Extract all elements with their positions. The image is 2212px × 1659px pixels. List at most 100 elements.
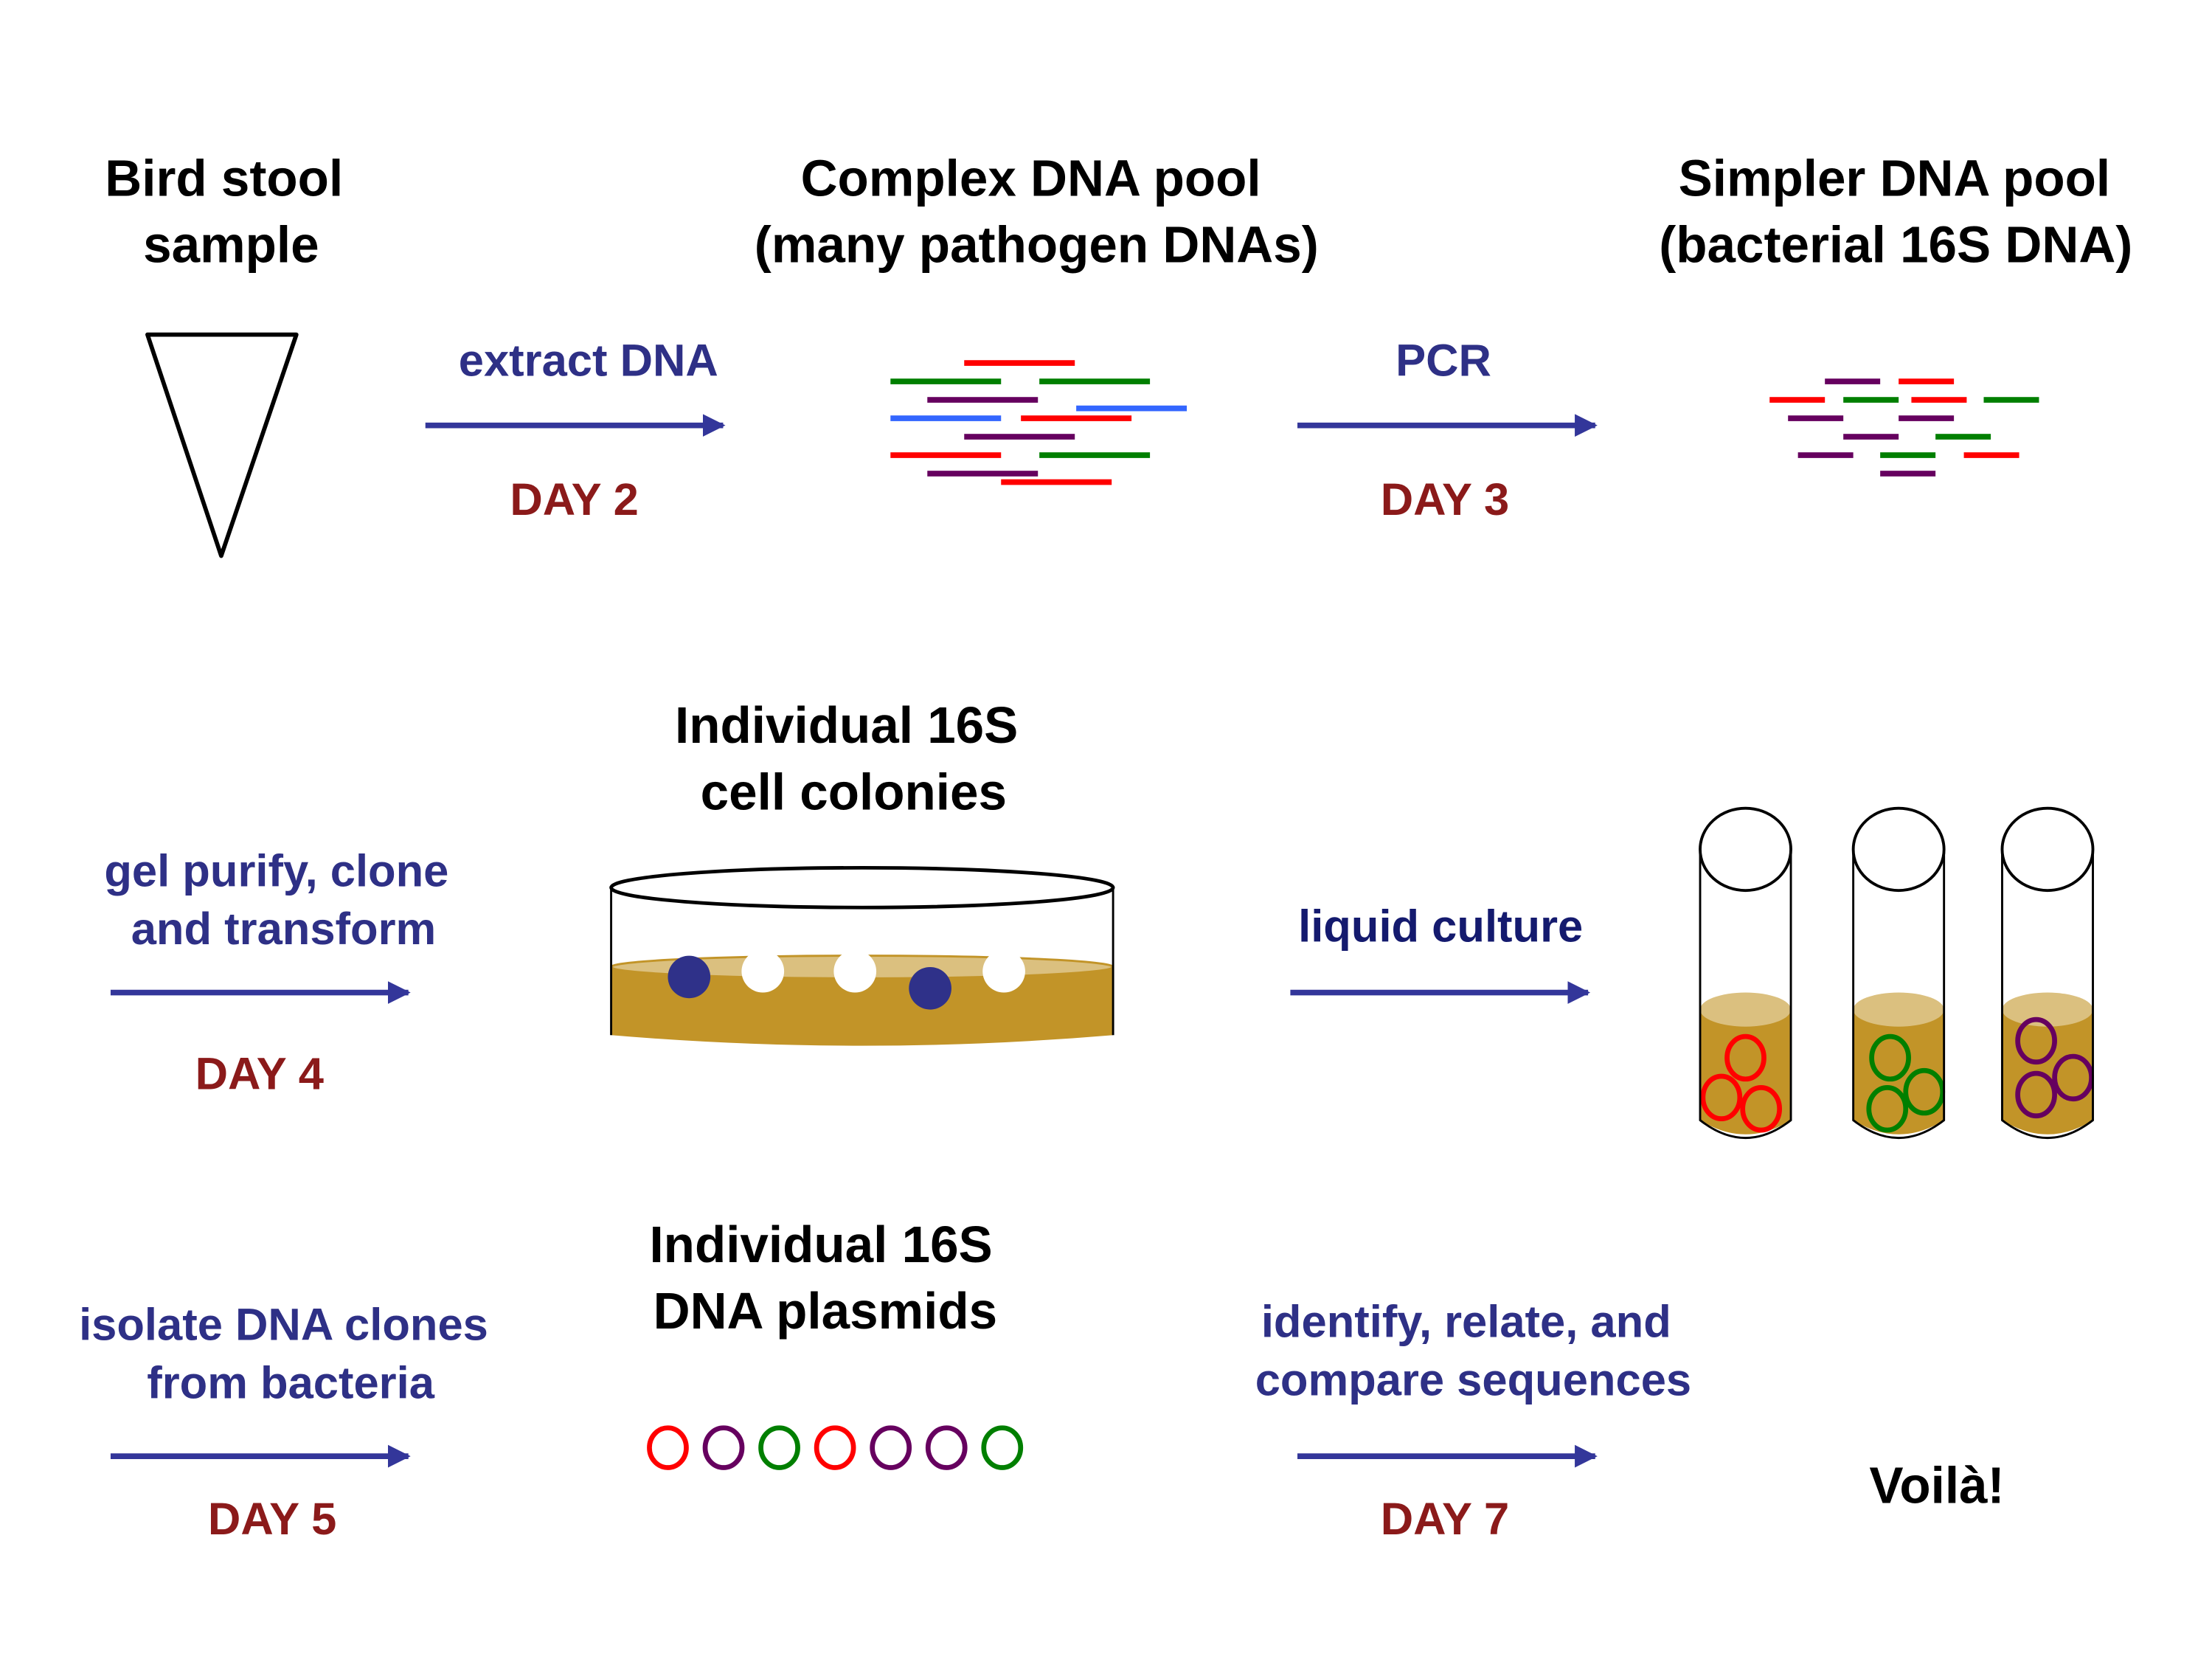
culture-liquid	[2002, 1009, 2093, 1135]
step-gel-purify: gel purify, clone and transform DAY 4	[104, 845, 448, 1099]
step-label-gel-purify-line1: gel purify, clone	[104, 845, 448, 896]
petri-dish-icon	[609, 865, 1115, 1046]
dna-fragment-purple	[1880, 471, 1936, 477]
colony-blue	[668, 955, 711, 999]
liquid-surface	[1853, 992, 1944, 1027]
stage-plasmids: Individual 16S DNA plasmids	[647, 1216, 1024, 1470]
step-label-identify-line2: compare sequences	[1255, 1354, 1691, 1405]
culture-tubes	[1699, 806, 2095, 1139]
complex-dna-fragments	[890, 360, 1188, 485]
plasmid-purple	[925, 1425, 968, 1470]
dna-fragment-green	[1039, 378, 1151, 384]
culture-liquid	[1700, 1009, 1792, 1135]
cell-green	[1869, 1033, 1911, 1082]
plasmid-circles	[647, 1425, 1024, 1470]
tube-opening	[2000, 806, 2095, 893]
step-label-liquid-culture: liquid culture	[1298, 901, 1583, 952]
step-identify: identify, relate, and compare sequences …	[1255, 1297, 1691, 1545]
colony-blue	[909, 966, 951, 1010]
dna-fragment-red	[1963, 452, 2019, 458]
tube-opening	[1851, 806, 1946, 893]
step-label-pcr: PCR	[1395, 335, 1491, 386]
step-isolate-dna: isolate DNA clones from bacteria DAY 5	[79, 1300, 488, 1545]
colony-white	[833, 949, 877, 993]
plasmid-red	[814, 1425, 856, 1470]
dna-fragment-purple	[927, 397, 1039, 403]
colonies-title-line2: cell colonies	[701, 763, 1007, 821]
day-label-2: DAY 2	[510, 474, 638, 525]
plasmid-purple	[702, 1425, 745, 1470]
stage-colonies: Individual 16S cell colonies	[609, 696, 1115, 1046]
dna-fragment-green	[1983, 397, 2039, 403]
day-label-4: DAY 4	[195, 1048, 324, 1099]
dna-fragment-red	[1021, 415, 1132, 421]
dna-fragment-red	[890, 452, 1002, 458]
result-label: Voilà!	[1869, 1457, 2004, 1514]
tube-outline	[1699, 851, 1792, 1139]
plasmid-green	[758, 1425, 800, 1470]
plasmid-purple	[870, 1425, 912, 1470]
cell-purple	[2015, 1016, 2057, 1065]
dna-fragment-green	[890, 378, 1002, 384]
tube-outline	[2001, 851, 2094, 1139]
dna-fragment-purple	[964, 434, 1075, 440]
simpler-pool-title-line2: (bacterial 16S DNA)	[1659, 216, 2132, 274]
day-label-5: DAY 5	[208, 1494, 336, 1545]
culture-tube	[2000, 806, 2095, 1139]
step-liquid-culture: liquid culture	[1290, 901, 1591, 1004]
plasmid-green	[981, 1425, 1024, 1470]
bird-stool-title-line1: Bird stool	[105, 149, 343, 207]
cell-red	[1740, 1084, 1783, 1133]
step-label-extract-dna: extract DNA	[459, 335, 718, 386]
colonies-title-line1: Individual 16S	[675, 696, 1018, 754]
plasmids-title-line1: Individual 16S	[649, 1216, 992, 1273]
liquid-surface	[2002, 992, 2093, 1027]
dna-fragment-red	[1001, 479, 1112, 485]
simpler-pool-title-line1: Simpler DNA pool	[1679, 149, 2111, 207]
stage-simpler-pool: Simpler DNA pool (bacterial 16S DNA)	[1659, 149, 2132, 477]
dna-fragment-red	[1899, 378, 1955, 384]
dna-fragment-purple	[1788, 415, 1844, 421]
culture-tube	[1699, 806, 1792, 1139]
day-label-3: DAY 3	[1381, 474, 1509, 525]
day-label-7: DAY 7	[1381, 1494, 1509, 1545]
cell-green	[1866, 1084, 1909, 1133]
complex-pool-title-line1: Complex DNA pool	[801, 149, 1261, 207]
cell-green	[1903, 1067, 1946, 1116]
cell-red	[1700, 1073, 1743, 1121]
dna-fragment-purple	[1797, 452, 1854, 458]
colonies-group	[668, 949, 1025, 1010]
tube-opening	[1699, 806, 1792, 893]
stage-bird-stool: Bird stool sample	[105, 149, 343, 558]
dna-fragment-green	[1039, 452, 1151, 458]
dna-fragment-green	[1843, 397, 1899, 403]
dna-fragment-purple	[1843, 434, 1899, 440]
dna-fragment-red	[964, 360, 1075, 366]
dna-fragment-red	[1911, 397, 1967, 403]
colony-white	[741, 949, 785, 993]
simpler-dna-fragments	[1769, 378, 2039, 477]
dna-fragment-purple	[1899, 415, 1955, 421]
dna-fragment-purple	[927, 471, 1039, 477]
cell-purple	[2052, 1053, 2094, 1102]
step-label-gel-purify-line2: and transform	[131, 904, 437, 955]
stage-complex-pool: Complex DNA pool (many pathogen DNAs)	[755, 149, 1319, 485]
step-label-isolate-line2: from bacteria	[147, 1357, 434, 1408]
dna-fragment-purple	[1825, 378, 1881, 384]
step-pcr: PCR DAY 3	[1297, 335, 1598, 525]
colony-white	[982, 949, 1025, 993]
dna-fragment-green	[1935, 434, 1991, 440]
dna-fragment-blue	[890, 415, 1002, 421]
step-label-isolate-line1: isolate DNA clones	[79, 1300, 488, 1351]
step-label-identify-line1: identify, relate, and	[1261, 1297, 1671, 1348]
dna-fragment-green	[1880, 452, 1936, 458]
step-extract-dna: extract DNA DAY 2	[425, 335, 726, 525]
complex-pool-title-line2: (many pathogen DNAs)	[755, 216, 1319, 274]
dna-fragment-blue	[1076, 405, 1188, 412]
plasmid-red	[647, 1425, 689, 1470]
dna-fragment-red	[1769, 397, 1826, 403]
tube-outline	[1852, 851, 1946, 1139]
cell-red	[1724, 1033, 1767, 1082]
sample-tube-icon	[145, 332, 299, 558]
